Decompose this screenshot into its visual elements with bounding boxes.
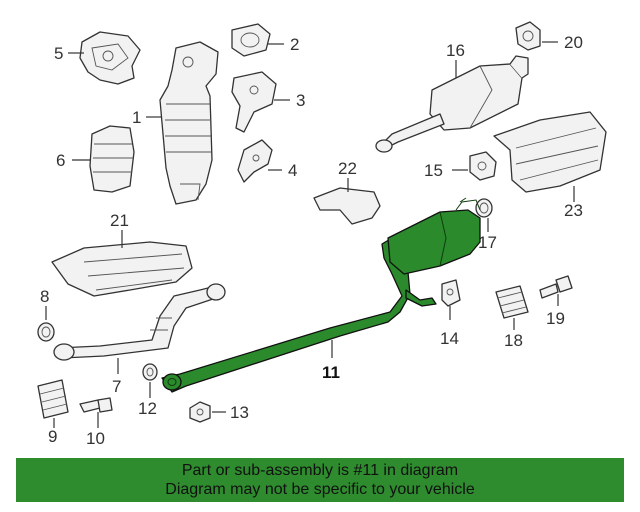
part-6-heat-shield[interactable]: [89, 125, 135, 193]
callout-14: 14: [440, 329, 459, 348]
part-22-bracket[interactable]: [313, 187, 381, 225]
part-10-bolt[interactable]: [79, 397, 113, 413]
part-23-heat-shield[interactable]: [493, 111, 607, 193]
part-18-flex-pipe[interactable]: [495, 285, 529, 319]
part-11-muffler-assembly[interactable]: [161, 197, 481, 393]
callout-10: 10: [86, 429, 105, 448]
part-13-nut[interactable]: [189, 401, 211, 423]
callout-23: 23: [564, 201, 583, 220]
part-5-heat-shield[interactable]: [79, 31, 141, 85]
part-4-bracket[interactable]: [237, 139, 273, 183]
banner-line-2: Diagram may not be specific to your vehi…: [165, 481, 475, 498]
callout-4: 4: [288, 161, 297, 180]
part-19-bolt[interactable]: [539, 275, 573, 299]
callout-11: 11: [322, 363, 340, 382]
callout-1: 1: [132, 108, 141, 127]
banner-line-1: Part or sub-assembly is #11 in diagram: [181, 462, 459, 479]
callout-5: 5: [54, 44, 63, 63]
callout-17: 17: [478, 233, 497, 252]
callout-16: 16: [446, 41, 465, 60]
callout-20: 20: [564, 33, 583, 52]
callout-12: 12: [138, 399, 157, 418]
part-20-sensor[interactable]: [515, 21, 541, 51]
callout-9: 9: [48, 427, 57, 446]
callout-18: 18: [504, 331, 523, 350]
callout-6: 6: [56, 151, 65, 170]
callout-3: 3: [296, 91, 305, 110]
callout-7: 7: [112, 377, 121, 396]
part-15-sensor[interactable]: [469, 151, 497, 181]
callout-8: 8: [40, 287, 49, 306]
part-8-gasket[interactable]: [37, 322, 55, 342]
part-3-bracket[interactable]: [231, 71, 277, 133]
part-16-rear-muffler[interactable]: [375, 55, 529, 153]
callout-21: 21: [110, 211, 129, 230]
part-21-heat-shield[interactable]: [51, 241, 193, 297]
callout-19: 19: [546, 309, 565, 328]
part-2-gasket[interactable]: [231, 23, 271, 57]
part-14-hanger[interactable]: [441, 279, 461, 307]
part-12-gasket[interactable]: [142, 363, 158, 381]
callout-13: 13: [230, 403, 249, 422]
part-17-gasket[interactable]: [475, 198, 493, 218]
callout-22: 22: [338, 159, 357, 178]
part-7-front-pipe[interactable]: [53, 283, 226, 361]
part-9-flex-pipe[interactable]: [37, 379, 69, 419]
callout-15: 15: [424, 161, 443, 180]
callout-2: 2: [290, 35, 299, 54]
part-1-catalytic-converter[interactable]: [159, 41, 219, 205]
info-banner: Part or sub-assembly is #11 in diagram D…: [16, 458, 624, 502]
